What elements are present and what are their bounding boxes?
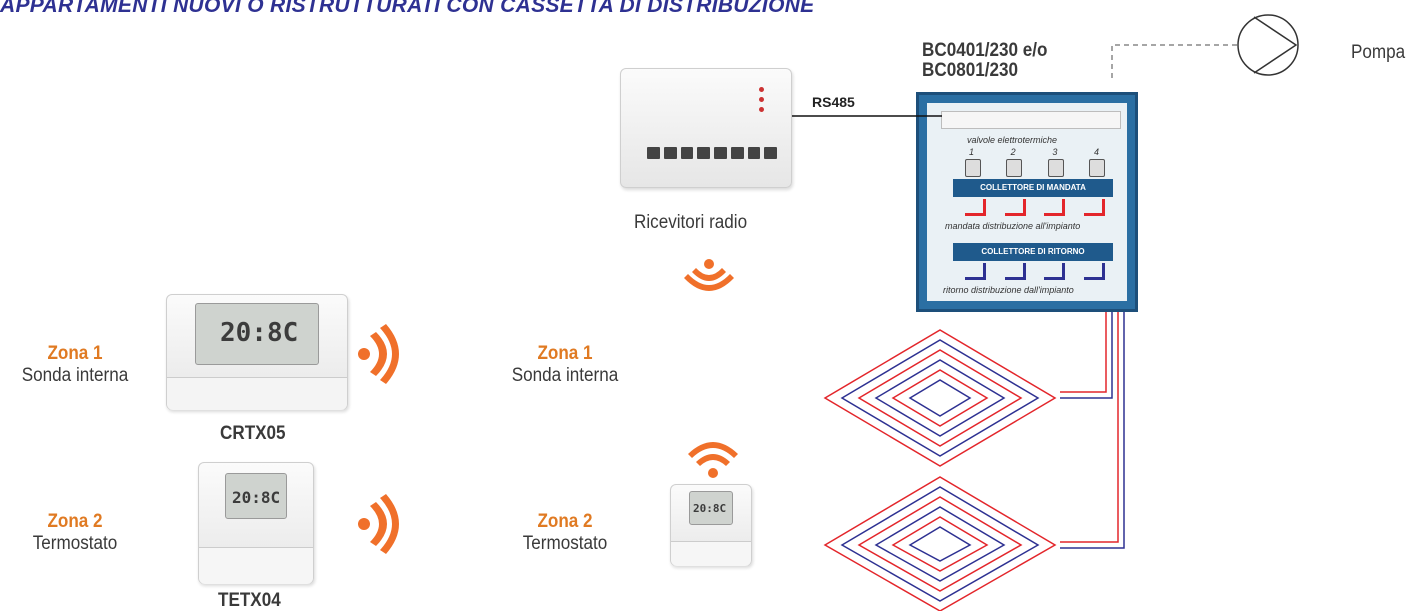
box-code-1: BC0401/230 e/o [922, 40, 1048, 61]
manifold-supply-label: COLLETTORE DI MANDATA [980, 183, 1086, 192]
tetx04-thermostat: 20:8C [198, 462, 314, 584]
crtx05-base [167, 377, 347, 410]
valve-heads [965, 159, 1105, 177]
middle-zone-2-label: Zona 2 Termostato [490, 511, 640, 555]
middle-thermostat-display: 20:8C [689, 491, 733, 525]
zone-description: Sonda interna [511, 365, 619, 386]
zone-title: Zona 2 [47, 511, 103, 532]
tetx04-radio-icon [358, 494, 399, 554]
pipes [1060, 312, 1125, 549]
receiver-label: Ricevitori radio [634, 212, 748, 233]
receiver-terminals [647, 147, 777, 159]
return-caption: ritorno distribuzione dall'impianto [943, 285, 1074, 295]
valve-numbers: 1 2 3 4 [969, 147, 1099, 157]
left-zone-1-label: Zona 1 Sonda interna [0, 343, 150, 387]
pump-dashed-line [1111, 44, 1238, 78]
page-title: APPARTAMENTI NUOVI O RISTRUTTURATI CON C… [0, 0, 815, 17]
box-code-2: BC0801/230 [922, 60, 1019, 81]
crtx05-display-value: 20:8C [220, 318, 299, 348]
zone-description: Termostato [522, 533, 608, 554]
distribution-box: valvole elettrotermiche 1 2 3 4 COLLETTO… [916, 92, 1138, 312]
zone-title: Zona 1 [47, 343, 103, 364]
zone-title: Zona 1 [537, 343, 593, 364]
valve-number: 1 [969, 147, 975, 157]
valve-number: 3 [1052, 147, 1058, 157]
zone-description: Termostato [32, 533, 118, 554]
tetx04-base [199, 547, 313, 584]
supply-caption: mandata distribuzione all'impianto [945, 221, 1081, 231]
thermostat-wifi-icon [688, 442, 738, 478]
distribution-box-panel: valvole elettrotermiche 1 2 3 4 COLLETTO… [927, 103, 1127, 301]
middle-thermostat-display-value: 20:8C [693, 502, 727, 515]
zone-description: Sonda interna [21, 365, 129, 386]
tetx04-display: 20:8C [225, 473, 287, 519]
middle-thermostat-base [671, 541, 751, 566]
pump-icon [1237, 14, 1299, 76]
crtx05-thermostat: 20:8C [166, 294, 348, 410]
middle-zone-1-label: Zona 1 Sonda interna [490, 343, 640, 387]
manifold-supply: COLLETTORE DI MANDATA [953, 179, 1113, 197]
zone-title: Zona 2 [537, 511, 593, 532]
tetx04-code: TETX04 [218, 590, 281, 611]
manifold-return-label: COLLETTORE DI RITORNO [981, 247, 1085, 256]
manifold-return: COLLETTORE DI RITORNO [953, 243, 1113, 261]
valves-caption: valvole elettrotermiche [967, 135, 1058, 145]
return-outlets [965, 263, 1105, 280]
crtx05-radio-icon [358, 324, 399, 384]
crtx05-display: 20:8C [195, 303, 319, 365]
supply-outlets [965, 199, 1105, 216]
pump-label: Pompa [1351, 42, 1406, 63]
valve-rail [941, 111, 1121, 129]
tetx04-display-value: 20:8C [232, 488, 281, 507]
valve-number: 4 [1093, 147, 1099, 157]
crtx05-code: CRTX05 [220, 423, 286, 444]
receiver-radio-icon [684, 259, 734, 291]
middle-thermostat: 20:8C [670, 484, 752, 566]
floor-coil-zone-1 [823, 329, 1057, 467]
valve-number: 2 [1010, 147, 1016, 157]
floor-coil-zone-2 [823, 476, 1057, 611]
left-zone-2-label: Zona 2 Termostato [0, 511, 150, 555]
radio-receiver [620, 68, 792, 188]
rs485-label: RS485 [812, 94, 855, 110]
receiver-leds [759, 87, 764, 112]
